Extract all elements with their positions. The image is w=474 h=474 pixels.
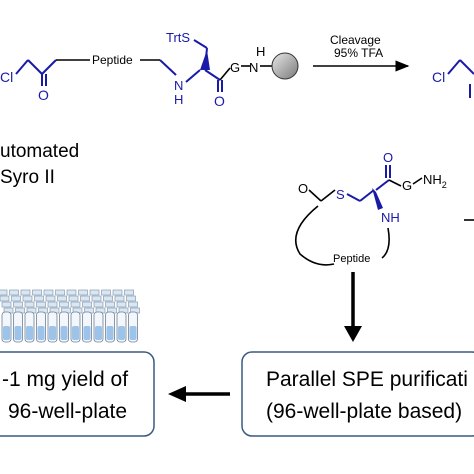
- bond-to-nh: [159, 59, 177, 76]
- macrocycle-arc-right: [381, 227, 390, 259]
- plate-tube-top: [105, 301, 115, 308]
- glycine-label: G: [230, 60, 240, 75]
- bond-nh-alpha: [185, 69, 201, 83]
- plate-tube-liquid: [72, 326, 79, 340]
- plate-tube-liquid: [60, 326, 68, 340]
- plate-tube-liquid: [118, 326, 125, 340]
- resin-bead-icon: [271, 52, 299, 80]
- bond-carbonyl-g: [219, 67, 231, 81]
- plate-tube-top: [22, 295, 33, 302]
- terminal-amine: NH2: [423, 172, 447, 190]
- amine-h: H: [174, 92, 183, 107]
- plate-tube-top: [59, 301, 69, 308]
- plate-tube-liquid: [106, 326, 114, 340]
- plate-tube-top: [68, 295, 79, 302]
- ring-oxygen: O: [298, 181, 308, 196]
- left-arrow: [168, 386, 230, 402]
- automated-label: utomated: [0, 141, 79, 162]
- plate-tube-top: [47, 301, 58, 308]
- cyclic-glycine: G: [402, 178, 412, 193]
- plate-tube-top: [80, 295, 90, 302]
- cyclic-nh: NH: [381, 210, 400, 225]
- plate-tube-top: [93, 301, 104, 308]
- plate-tube-liquid: [3, 326, 10, 340]
- plate-tube-top: [57, 295, 67, 302]
- cyclic-peptide-label: Peptide: [333, 253, 370, 265]
- plate-tube-top: [11, 295, 21, 302]
- stereo-wedge: [200, 50, 210, 70]
- plate-tube-top: [91, 295, 102, 302]
- yield-line-1: -1 mg yield of: [2, 368, 128, 391]
- cyclic-carbonyl-oxygen: O: [383, 150, 393, 165]
- amine-n: N: [174, 78, 183, 93]
- spe-box-frame: [241, 351, 474, 437]
- macrocycle-arc: [295, 205, 335, 266]
- plate-tube-top: [124, 289, 134, 296]
- plate-tube-liquid: [49, 326, 56, 340]
- spe-line-1: Parallel SPE purificati: [266, 368, 468, 391]
- linker-h: H: [256, 44, 265, 59]
- plate-tube-liquid: [37, 326, 45, 340]
- stereo-wedge-cyclic: [372, 188, 383, 210]
- plate-tube-top: [1, 301, 12, 308]
- yield-line-2: 96-well-plate: [8, 400, 127, 423]
- plate-tube-liquid: [95, 326, 102, 340]
- plate-tube-top: [112, 289, 123, 296]
- plate-tube-top: [36, 301, 46, 308]
- resin-bound-precursor: Cl O Peptide N H TrtS O G: [0, 30, 299, 109]
- plate-tube-liquid: [26, 326, 33, 340]
- peptide-label: Peptide: [92, 53, 133, 67]
- plate-tube-top: [24, 301, 35, 308]
- plate-tube-top: [128, 301, 138, 308]
- amine-subscript: 2: [442, 180, 447, 190]
- cyclic-peptide-product: O S O G NH2 NH Peptide: [295, 150, 447, 266]
- plate-tube-liquid: [83, 326, 91, 340]
- plate-tube-top: [55, 289, 65, 296]
- chlorine-label: Cl: [0, 69, 13, 85]
- product-chlorine: Cl: [432, 69, 445, 85]
- synthesizer-labels: utomated Syro II: [0, 141, 79, 188]
- carbonyl-oxygen: O: [38, 87, 49, 103]
- plate-tube-top: [45, 295, 56, 302]
- plate-tube-top: [126, 295, 136, 302]
- plate-tube-top: [0, 295, 10, 302]
- cleavage-label: Cleavage: [330, 33, 381, 47]
- plate-tube-top: [43, 289, 54, 296]
- plate-tube-top: [82, 301, 92, 308]
- plate-tube-top: [114, 295, 125, 302]
- chloroacetyl-bonds: [15, 59, 57, 86]
- cleaved-product-fragment: Cl: [432, 59, 474, 98]
- plate-tube-top: [34, 295, 44, 302]
- linker-n: N: [249, 60, 258, 75]
- plate-tube-top: [116, 301, 127, 308]
- plate-tube-top: [78, 289, 88, 296]
- plate-tube-top: [0, 289, 8, 296]
- plate-tube-top: [20, 289, 31, 296]
- trityl-sulfur-label: TrtS: [166, 30, 190, 45]
- plate-tube-top: [9, 289, 19, 296]
- spe-line-2: (96-well-plate based): [266, 400, 462, 423]
- amide-oxygen: O: [214, 93, 225, 109]
- syro-label: Syro II: [0, 167, 55, 188]
- plate-tube-top: [66, 289, 77, 296]
- plate-tube-liquid: [129, 326, 137, 340]
- plate-tube-top: [89, 289, 100, 296]
- plate-tube-top: [103, 295, 113, 302]
- well-plate-icon: [0, 289, 140, 343]
- plate-tube-liquid: [14, 326, 22, 340]
- spe-purification-box: Parallel SPE purificati (96-well-plate b…: [241, 351, 474, 437]
- yield-box-frame: [0, 351, 155, 437]
- yield-box: -1 mg yield of 96-well-plate: [0, 351, 155, 437]
- plate-tube-top: [32, 289, 42, 296]
- down-arrow: [344, 272, 362, 342]
- plate-tube-top: [13, 301, 23, 308]
- bond-alpha-carbonyl: [204, 69, 221, 81]
- cleavage-step: Cleavage 95% TFA: [313, 33, 410, 72]
- thioether-s: S: [336, 187, 345, 202]
- plate-tube-top: [101, 289, 111, 296]
- tfa-label: 95% TFA: [334, 46, 383, 60]
- plate-tube-top: [70, 301, 81, 308]
- bond-s-ch2: [193, 39, 208, 49]
